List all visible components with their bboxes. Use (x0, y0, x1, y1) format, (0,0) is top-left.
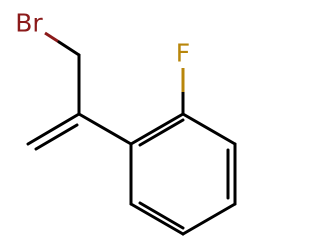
ring-inner-double-c1-c2 (138, 118, 185, 147)
molecule-structure-diagram: Br F (0, 0, 250, 250)
bromine-atom-label: Br (15, 9, 43, 38)
diagram-background (0, 0, 250, 250)
br-ch2-bond-br-half (44, 31, 60, 44)
vinyl-double-bond-inner (34, 123, 79, 151)
ring-bond-c1-c2 (129, 112, 185, 146)
fluorine-atom-label: F (176, 39, 190, 68)
ring-bond-c2-c3 (181, 112, 237, 146)
vinyl-double-bond-outer (26, 112, 81, 146)
ring-bond-c4-c5 (181, 202, 237, 236)
vinyl-ring-bond (77, 112, 133, 146)
ring-inner-double-c5-c6 (138, 201, 185, 230)
ring-bond-c5-c6 (129, 202, 185, 236)
br-ch2-bond-c-half (57, 40, 81, 57)
